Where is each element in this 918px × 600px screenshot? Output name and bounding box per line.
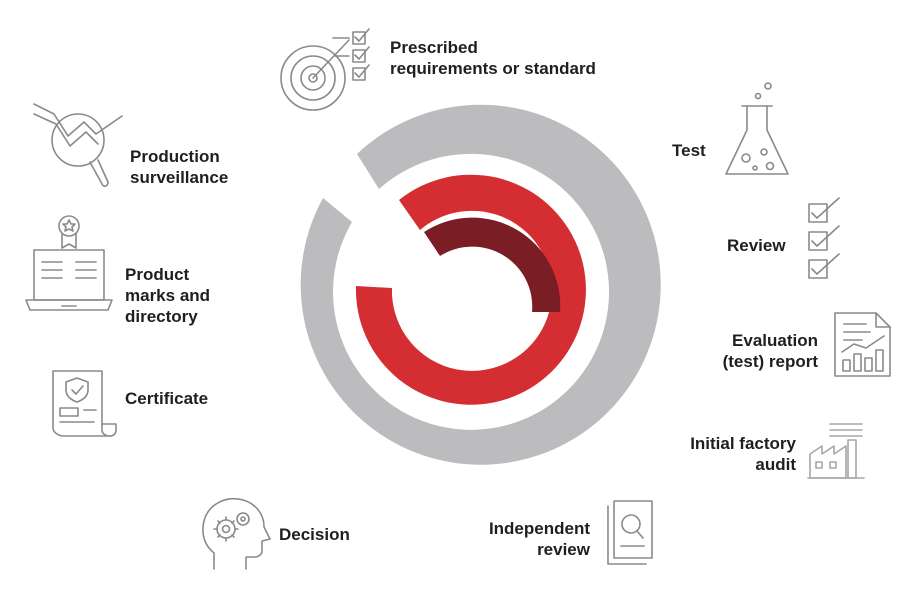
step-surveillance-line1: Production — [130, 147, 220, 166]
step-evaluation-line1: Evaluation — [732, 331, 818, 350]
step-prescribed-label: Prescribed requirements or standard — [390, 37, 596, 79]
step-independent-line2: review — [537, 540, 590, 559]
step-review-label: Review — [727, 235, 786, 256]
step-prescribed-line1: Prescribed — [390, 38, 478, 57]
step-surveillance-label: Production surveillance — [130, 146, 228, 188]
lab-flask-icon — [722, 80, 794, 180]
head-gears-icon — [198, 495, 271, 571]
magnifier-trend-icon — [32, 100, 124, 192]
step-marks-label: Product marks and directory — [125, 264, 210, 327]
document-magnifier-icon — [604, 498, 660, 566]
step-decision-label: Decision — [279, 524, 350, 545]
step-audit-line1: Initial factory — [690, 434, 796, 453]
step-certificate-line1: Certificate — [125, 389, 209, 408]
step-marks-line1: Product — [125, 265, 190, 284]
step-independent-line1: Independent — [488, 519, 590, 538]
step-prescribed-line2: requirements or standard — [390, 59, 596, 78]
step-evaluation-line2: (test) report — [722, 352, 818, 371]
outer-ring — [300, 104, 661, 465]
step-certificate-label: Certificate — [125, 388, 208, 409]
inner-ring — [424, 217, 561, 312]
step-review-line1: Review — [727, 236, 786, 255]
step-audit-line2: audit — [755, 455, 796, 474]
step-independent-label: Independent review — [474, 518, 590, 560]
step-test-line1: Test — [672, 141, 706, 160]
target-checklist-icon — [275, 22, 380, 112]
certificate-icon — [50, 368, 120, 440]
step-decision-line1: Decision — [279, 525, 350, 544]
step-audit-label: Initial factory audit — [668, 433, 796, 475]
laptop-award-icon — [24, 212, 114, 318]
middle-ring — [355, 174, 586, 405]
step-marks-line3: directory — [125, 307, 198, 326]
step-marks-line2: marks and — [125, 286, 211, 305]
step-evaluation-label: Evaluation (test) report — [722, 330, 818, 372]
step-test-label: Test — [672, 140, 706, 161]
report-chart-icon — [832, 310, 898, 380]
factory-icon — [806, 418, 866, 482]
checklist-icon — [806, 197, 846, 286]
step-surveillance-line2: surveillance — [130, 168, 229, 187]
